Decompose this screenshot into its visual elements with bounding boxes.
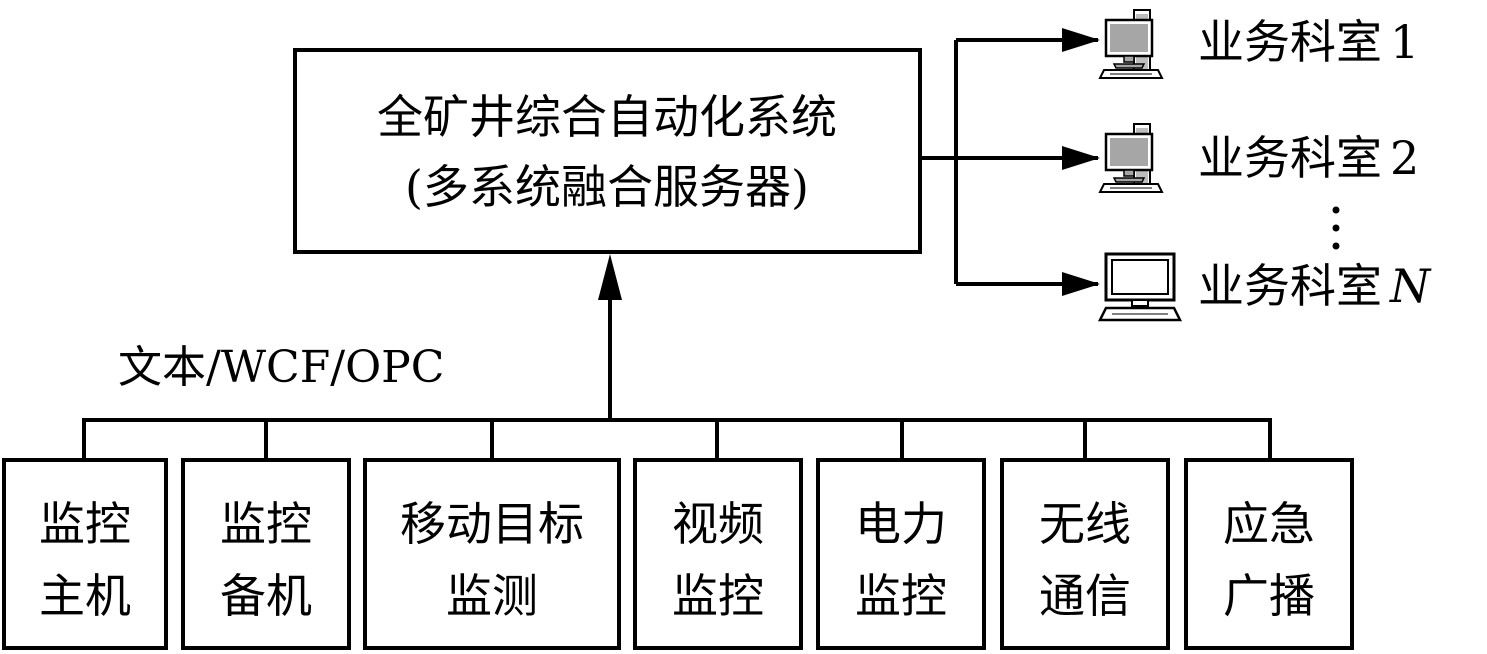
subsystem-box: 应急 广播 (1184, 458, 1354, 650)
subsystem-line1: 监控 (39, 497, 131, 551)
subsystem-line2: 备机 (220, 569, 312, 623)
subsystem-line2: 监测 (446, 569, 538, 623)
subsystem-line1: 视频 (672, 497, 764, 551)
subsystem-box: 电力 监控 (816, 458, 986, 650)
subsystem-line1: 移动目标 (400, 497, 584, 551)
server-box (293, 48, 922, 254)
subsystem-box: 监控 主机 (2, 458, 168, 650)
subsystem-line1: 无线 (1039, 497, 1131, 551)
server-title: 全矿井综合自动化系统 (377, 90, 837, 144)
subsystem-line2: 广播 (1223, 569, 1315, 623)
subsystem-line2: 通信 (1039, 569, 1131, 623)
subsystem-box: 监控 备机 (181, 458, 351, 650)
subsystem-line2: 监控 (855, 569, 947, 623)
computer-icon (1098, 9, 1164, 79)
subsystem-bus (82, 418, 1272, 460)
subsystem-line1: 监控 (220, 497, 312, 551)
subsystem-line1: 应急 (1223, 497, 1315, 551)
subsystem-line2: 监控 (672, 569, 764, 623)
arrowhead-dept-1 (1062, 28, 1100, 52)
department-arrowheads (1062, 28, 1100, 296)
server-subtitle: (多系统融合服务器) (405, 160, 809, 214)
subsystem-line1: 电力 (855, 497, 947, 551)
protocol-label: 文本/WCF/OPC (118, 342, 444, 393)
subsystem-line2: 主机 (39, 569, 131, 623)
subsystem-box: 移动目标 监测 (363, 458, 621, 650)
computer-icon (1098, 123, 1164, 193)
uplink-arrowhead (598, 254, 622, 300)
computer-outline-icon (1097, 252, 1183, 322)
ellipsis-dots (1332, 206, 1340, 250)
subsystem-box: 视频 监控 (633, 458, 803, 650)
arrowhead-dept-n (1062, 272, 1100, 296)
subsystem-box: 无线 通信 (1000, 458, 1170, 650)
arrowhead-dept-2 (1062, 146, 1100, 170)
